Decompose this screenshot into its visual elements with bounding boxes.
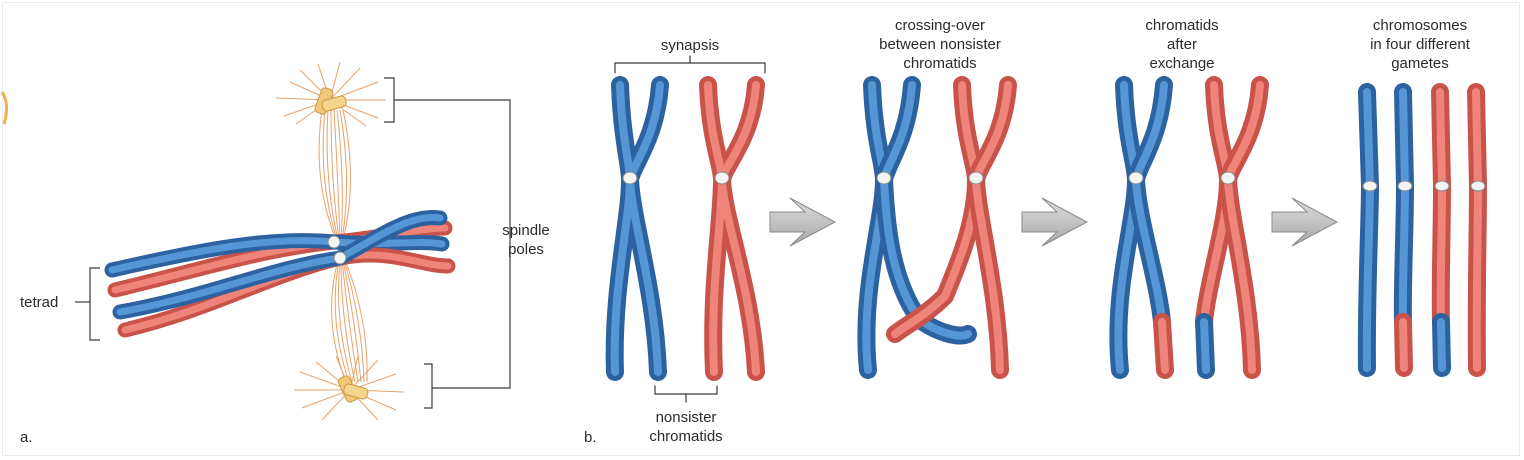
stage2-chromosomes xyxy=(857,76,1017,379)
panel-b-marker: b. xyxy=(584,429,597,446)
stage3-line3: exchange xyxy=(1149,55,1215,72)
stage4-label: chromosomes in four different gametes xyxy=(1340,16,1500,73)
panel-a xyxy=(75,61,511,421)
centriole-top xyxy=(314,87,347,115)
centromere-b1 xyxy=(622,171,638,185)
stage3-line1: chromatids xyxy=(1145,17,1219,34)
centromere-b2 xyxy=(714,171,730,185)
stage2-label: crossing-over between nonsister chromati… xyxy=(850,16,1030,73)
centromere-b3 xyxy=(876,171,892,185)
stage4-line1: chromosomes xyxy=(1372,17,1468,34)
nonsister-bracket xyxy=(654,385,718,403)
arrow-2 xyxy=(1021,197,1089,247)
panel-b xyxy=(605,55,1488,403)
stage2-line3: chromatids xyxy=(903,55,977,72)
centromere-a2 xyxy=(333,251,347,265)
tetrad xyxy=(104,210,456,338)
centromere-g4 xyxy=(1470,180,1486,192)
corner-mark xyxy=(0,91,9,125)
tetrad-bracket xyxy=(75,267,100,341)
arrow-3 xyxy=(1271,197,1339,247)
centromere-a1 xyxy=(327,235,341,249)
centromere-b4 xyxy=(968,171,984,185)
stage3-line2: after xyxy=(1166,36,1197,53)
stage2-line2: between nonsister xyxy=(879,36,1001,53)
spindle-label-line1: spindle xyxy=(502,222,550,239)
stage3-chromosomes xyxy=(1109,76,1269,379)
nonsister-chromatids-label: nonsister chromatids xyxy=(636,408,736,446)
arrow-1 xyxy=(769,197,837,247)
stage3-label: chromatids after exchange xyxy=(1122,16,1242,73)
stage1-chromosomes xyxy=(605,76,765,381)
panel-a-marker: a. xyxy=(20,429,33,446)
stage4-chromosomes xyxy=(1357,83,1488,377)
spindle-label-line2: poles xyxy=(508,241,544,258)
centromere-g3 xyxy=(1434,180,1450,192)
centromere-g1 xyxy=(1362,180,1378,192)
synapsis-bracket xyxy=(614,55,766,74)
centromere-g2 xyxy=(1397,180,1413,192)
synapsis-label: synapsis xyxy=(660,37,720,54)
spindle-poles-bracket xyxy=(384,77,511,409)
centromere-b5 xyxy=(1128,171,1144,185)
stage4-line3: gametes xyxy=(1391,55,1449,72)
stage2-line1: crossing-over xyxy=(894,17,986,34)
spindle-poles-label: spindle poles xyxy=(486,221,566,259)
nonsister-line2: chromatids xyxy=(649,428,723,445)
tetrad-label: tetrad xyxy=(20,294,59,311)
centromere-b6 xyxy=(1220,171,1236,185)
nonsister-line1: nonsister xyxy=(655,409,717,426)
centriole-bottom xyxy=(337,375,369,403)
stage4-line2: in four different xyxy=(1370,36,1470,53)
